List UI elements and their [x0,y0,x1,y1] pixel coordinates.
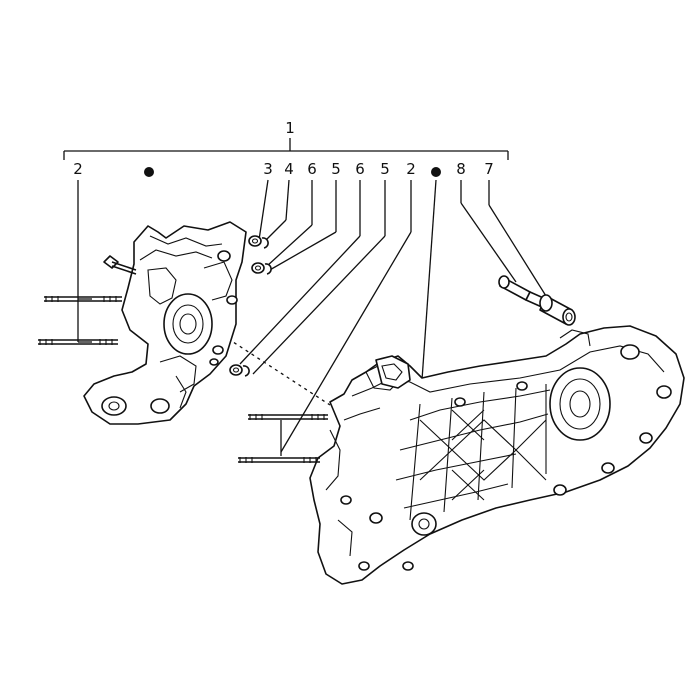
callout-2-left: 2 [73,160,83,178]
left-crankcase-half [83,221,247,425]
right-fasteners [238,414,328,463]
callout-6-left: 6 [307,160,317,178]
assembly-dot-left [144,167,154,177]
left-fasteners [38,255,137,345]
callout-5-right: 5 [380,160,390,178]
callout-7: 7 [484,160,494,178]
dowel-bushings [498,275,576,326]
callout-3: 3 [263,160,273,178]
callout-6-right: 6 [355,160,365,178]
callout-labels: 1 2 3 4 6 5 6 5 2 8 7 [73,119,494,178]
callout-4: 4 [284,160,294,178]
right-crankcase-half [309,325,685,585]
assembly-bracket [63,138,509,160]
small-fasteners [229,235,272,377]
callout-8: 8 [456,160,466,178]
callout-2-right: 2 [406,160,416,178]
callout-5-left: 5 [331,160,341,178]
assembly-dot-right [431,167,441,177]
callout-1: 1 [285,119,295,137]
